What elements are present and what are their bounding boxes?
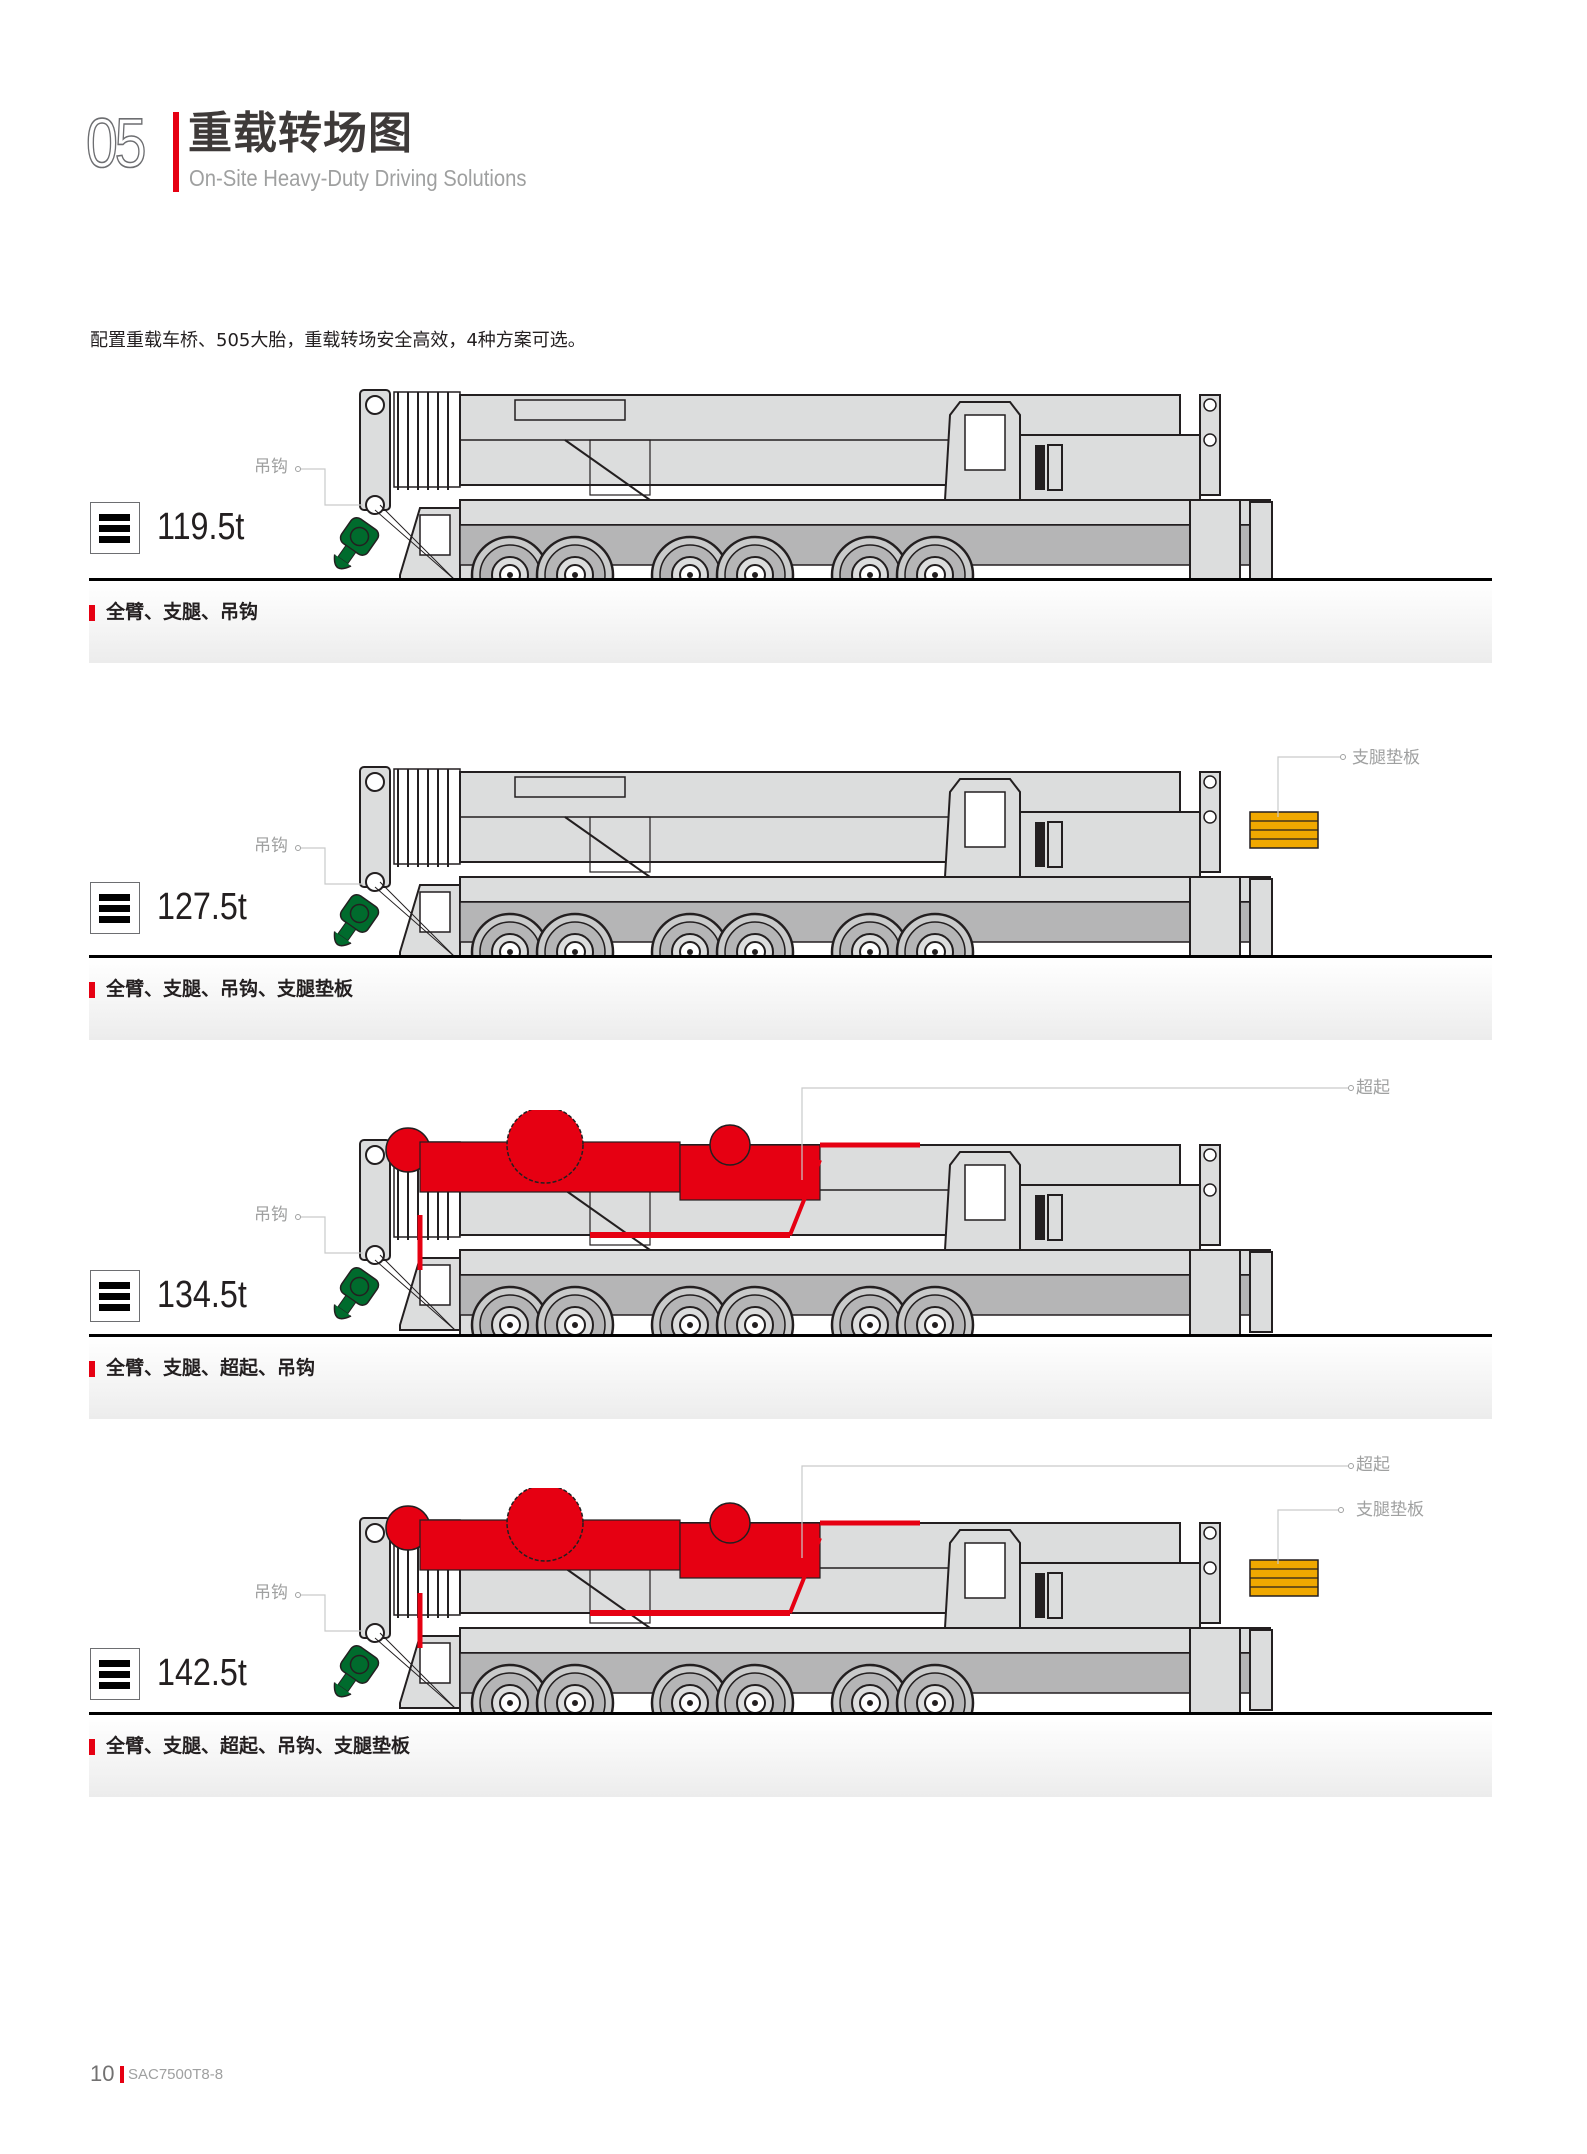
section-number: 05 [85,104,147,182]
page-number: 10 [90,2061,115,2086]
red-marker [89,1361,95,1377]
weight-badge [90,882,140,934]
weight-value: 119.5t [157,506,245,548]
divider [89,578,1492,581]
hook-callout-line [295,1214,363,1254]
hook-callout: 吊钩 [254,457,288,477]
weight-badge [90,1270,140,1322]
outrigger-pads-icon [1249,1559,1319,1597]
config-panel: 全臂、支腿、超起、吊钩 [89,1337,1492,1419]
red-marker [89,1739,95,1755]
model-name: SAC7500T8-8 [128,2066,224,2083]
weight-value: 127.5t [157,886,247,928]
hook-callout: 吊钩 [254,1205,288,1225]
hook-callout-line [295,1592,363,1632]
crane-illustration [330,754,1346,957]
outrigger-pads-callout: 支腿垫板 [1356,1500,1424,1520]
weight-value: 142.5t [157,1652,247,1694]
divider [89,1334,1492,1337]
crane-illustration [330,370,1330,580]
red-marker [89,605,95,621]
config-label: 全臂、支腿、超起、吊钩、支腿垫板 [106,1735,411,1757]
red-marker [89,982,95,998]
outrigger-pads-icon [1249,811,1319,849]
superlift-callout: 超起 [1356,1455,1390,1475]
intro-text: 配置重载车桥、505大胎，重载转场安全高效，4种方案可选。 [90,330,586,351]
crane-illustration [330,1488,1344,1718]
divider [89,955,1492,958]
weight-badge [90,1648,140,1700]
superlift-callout-line [801,1085,1354,1180]
superlift-callout: 超起 [1356,1078,1390,1098]
footer-accent-bar [120,2066,124,2083]
config-panel: 全臂、支腿、超起、吊钩、支腿垫板 [89,1715,1492,1797]
page-title: 重载转场图 [188,108,413,159]
config-panel: 全臂、支腿、吊钩、支腿垫板 [89,958,1492,1040]
config-label: 全臂、支腿、超起、吊钩 [106,1357,316,1379]
hook-callout-line [295,845,363,885]
weight-badge [90,502,140,554]
page-subtitle: On-Site Heavy-Duty Driving Solutions [189,165,527,191]
hook-callout: 吊钩 [254,836,288,856]
hook-callout: 吊钩 [254,1583,288,1603]
divider [89,1712,1492,1715]
superlift-callout-line [801,1463,1354,1558]
section-accent-bar [173,112,179,192]
outrigger-pads-callout: 支腿垫板 [1352,748,1420,768]
config-label: 全臂、支腿、吊钩、支腿垫板 [106,978,354,1000]
weight-value: 134.5t [157,1274,247,1316]
hook-callout-line [295,466,363,506]
config-label: 全臂、支腿、吊钩 [106,601,259,623]
config-panel: 全臂、支腿、吊钩 [89,581,1492,663]
